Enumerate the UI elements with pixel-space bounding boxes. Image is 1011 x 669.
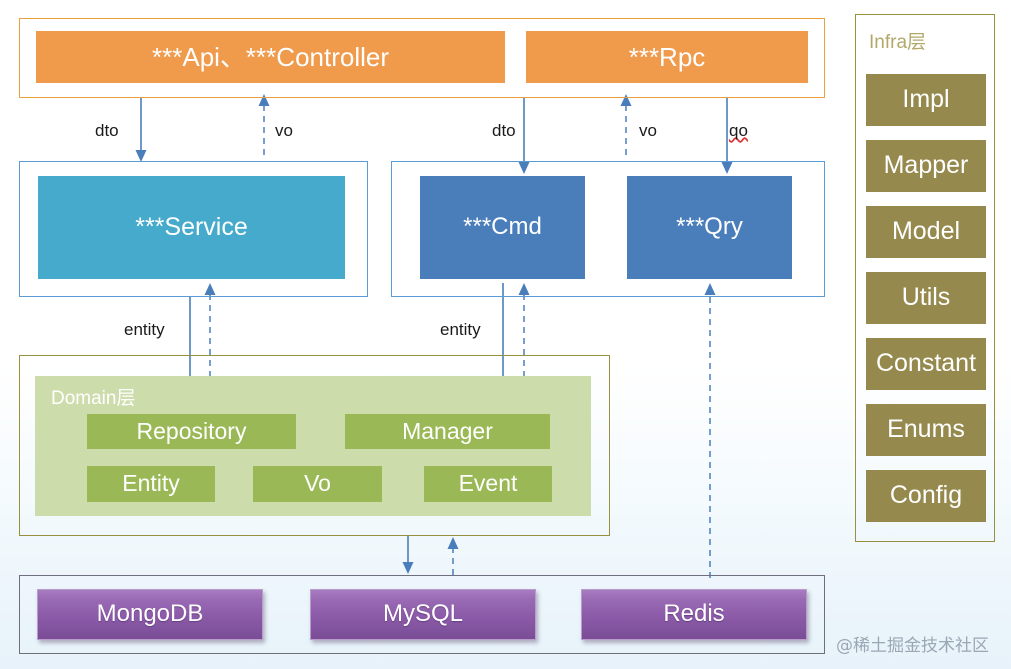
edge-vo-service-to-api [258, 94, 270, 155]
domain-box-vo-label: Vo [304, 470, 331, 497]
edge-label-entity-left: entity [124, 320, 165, 339]
domain-box-repository[interactable]: Repository [87, 414, 296, 449]
edge-storage-to-domain [447, 537, 459, 575]
application-layer-cqrs-container [391, 161, 825, 297]
edge-domain-to-storage [402, 536, 414, 574]
application-box-cmd[interactable]: ***Cmd [420, 176, 585, 279]
interface-layer-container [19, 18, 825, 98]
interface-box-rpc[interactable]: ***Rpc [526, 31, 808, 83]
infra-box-enums[interactable]: Enums [866, 404, 986, 456]
infra-box-mapper-label: Mapper [883, 151, 969, 180]
infra-box-model-label: Model [891, 217, 961, 246]
edge-label-dto-right: dto [492, 121, 516, 140]
domain-box-event-label: Event [458, 470, 518, 497]
edge-label-qo: qo [729, 121, 748, 140]
edge-label-vo-left: vo [275, 121, 293, 140]
infra-box-config[interactable]: Config [866, 470, 986, 522]
infra-box-enums-label: Enums [887, 415, 965, 444]
edge-vo-cmd-to-rpc [620, 94, 632, 155]
infra-box-impl[interactable]: Impl [866, 74, 986, 126]
infra-box-utils[interactable]: Utils [866, 272, 986, 324]
infra-box-impl-label: Impl [902, 85, 950, 114]
infra-layer-container [855, 14, 995, 542]
edge-redis-to-qry [704, 283, 716, 578]
interface-box-api-controller[interactable]: ***Api、***Controller [36, 31, 505, 83]
infra-box-utils-label: Utils [901, 283, 951, 312]
domain-layer-title: Domain层 [51, 388, 136, 409]
storage-box-redis-label: Redis [663, 600, 725, 628]
domain-box-repository-label: Repository [136, 417, 247, 444]
storage-box-mongodb[interactable]: MongoDB [37, 589, 263, 640]
domain-box-entity-label: Entity [122, 470, 180, 497]
storage-box-mysql[interactable]: MySQL [310, 589, 536, 640]
storage-box-mongodb-label: MongoDB [96, 600, 204, 628]
infra-box-constant[interactable]: Constant [866, 338, 986, 390]
domain-box-entity[interactable]: Entity [87, 466, 215, 502]
domain-box-manager[interactable]: Manager [345, 414, 550, 449]
edge-label-vo-right: vo [639, 121, 657, 140]
application-layer-service-container [19, 161, 368, 297]
domain-box-event[interactable]: Event [424, 466, 552, 502]
edge-dto-api-to-service [135, 98, 147, 162]
edge-label-dto-left: dto [95, 121, 119, 140]
infra-box-mapper[interactable]: Mapper [866, 140, 986, 192]
domain-box-manager-label: Manager [402, 417, 493, 444]
infra-box-config-label: Config [889, 481, 963, 510]
infra-layer-title: Infra层 [869, 32, 927, 53]
edge-label-entity-right: entity [440, 320, 481, 339]
application-box-qry[interactable]: ***Qry [627, 176, 792, 279]
storage-box-mysql-label: MySQL [382, 600, 463, 628]
application-box-qry-label: ***Qry [676, 213, 743, 241]
storage-layer-container [19, 575, 825, 654]
domain-box-vo[interactable]: Vo [253, 466, 382, 502]
domain-layer-container [19, 355, 610, 536]
application-box-cmd-label: ***Cmd [463, 213, 542, 241]
application-box-service[interactable]: ***Service [38, 176, 345, 279]
interface-box-api-controller-label: ***Api、***Controller [152, 41, 389, 72]
application-box-service-label: ***Service [135, 212, 248, 241]
storage-box-redis[interactable]: Redis [581, 589, 807, 640]
infra-box-model[interactable]: Model [866, 206, 986, 258]
infra-box-constant-label: Constant [875, 349, 977, 378]
interface-box-rpc-label: ***Rpc [628, 41, 706, 72]
watermark: @稀土掘金技术社区 [836, 636, 989, 656]
